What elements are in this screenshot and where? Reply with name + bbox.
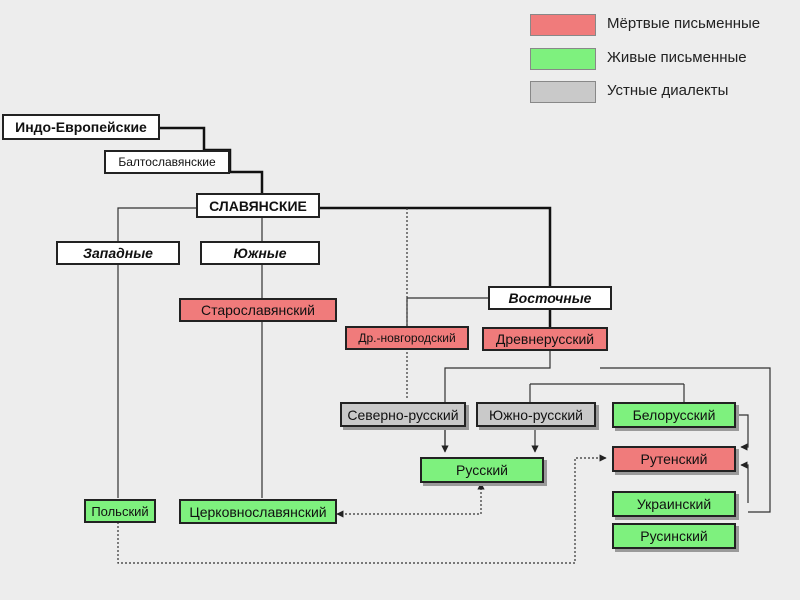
- node-balto-slavic: Балтославянские: [104, 150, 230, 174]
- node-ruthenian: Рутенский: [612, 446, 736, 472]
- node-old-church-slavonic: Старославянский: [179, 298, 337, 322]
- legend-oral-label: Устные диалекты: [607, 82, 729, 99]
- node-indo-european: Индо-Европейские: [2, 114, 160, 140]
- dotted-lines: [117, 208, 607, 564]
- legend-dead-label: Мёртвые письменные: [607, 15, 761, 32]
- node-church-slavonic: Церковнославянский: [179, 499, 337, 524]
- node-north-russian: Северно-русский: [340, 402, 466, 427]
- node-polish: Польский: [84, 499, 156, 523]
- node-ukrainian: Украинский: [612, 491, 736, 517]
- node-south-russian: Южно-русский: [476, 402, 596, 427]
- node-old-russian: Древнерусский: [482, 327, 608, 351]
- legend-oral-swatch: [530, 81, 596, 103]
- node-western: Западные: [56, 241, 180, 265]
- node-belarusian: Белорусский: [612, 402, 736, 428]
- arrow-lines: [441, 414, 749, 503]
- node-eastern: Восточные: [488, 286, 612, 310]
- node-slavic: СЛАВЯНСКИЕ: [196, 193, 320, 218]
- node-russian: Русский: [420, 457, 544, 483]
- legend-living-swatch: [530, 48, 596, 70]
- node-rusyn: Русинский: [612, 523, 736, 549]
- legend-dead-swatch: [530, 14, 596, 36]
- node-southern: Южные: [200, 241, 320, 265]
- legend-living-label: Живые письменные: [607, 49, 747, 66]
- node-old-novgorod: Др.-новгородский: [345, 326, 469, 350]
